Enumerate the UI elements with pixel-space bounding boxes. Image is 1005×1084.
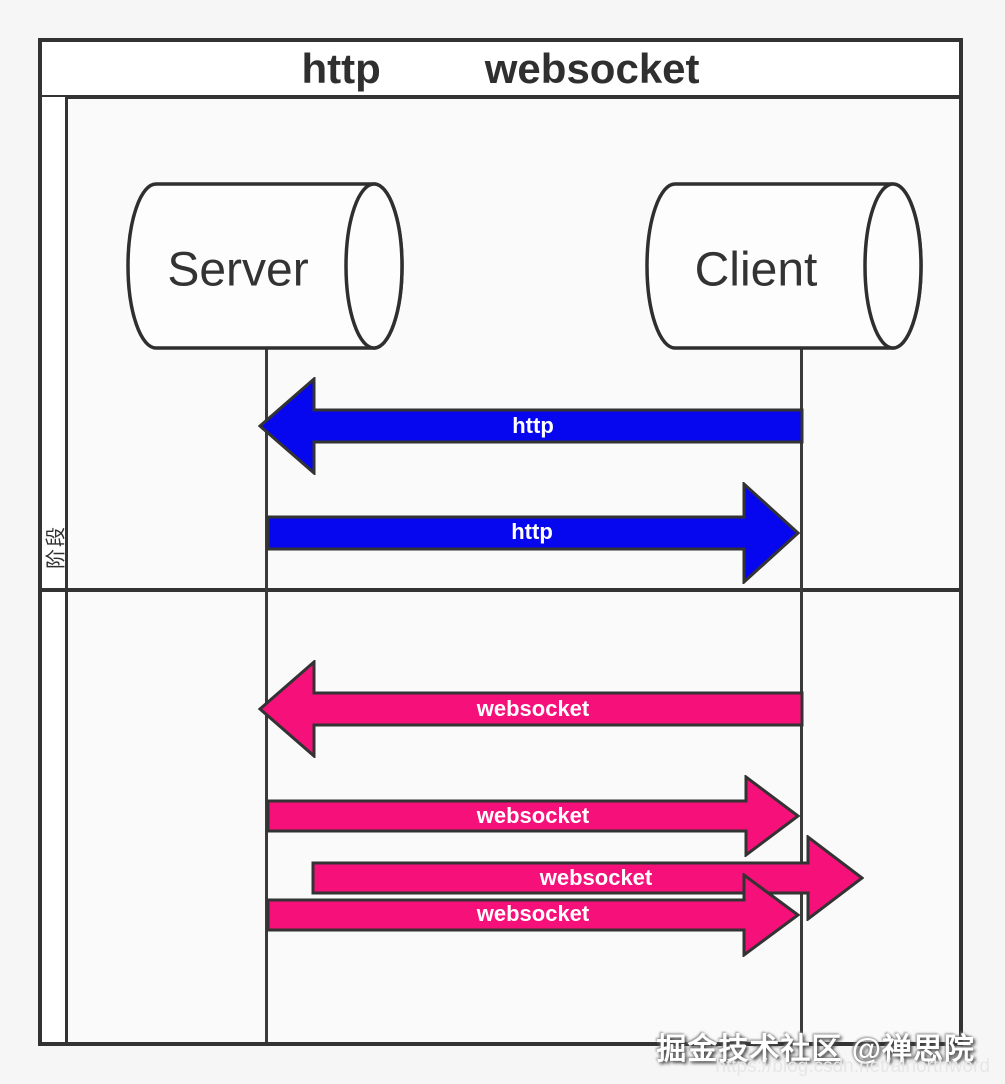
watermark-url: https://blog.csdn.net/alnorthword — [715, 1056, 990, 1077]
websocket-arrow-to-server — [258, 660, 804, 758]
http-arrow-to-client — [266, 482, 800, 584]
server-label: Server — [167, 243, 309, 297]
server-lifeline — [265, 347, 268, 1042]
title-band: http websocket — [38, 38, 963, 99]
client-cylinder-icon — [645, 182, 923, 350]
websocket-arrow-label-4: websocket — [476, 901, 590, 926]
http-arrow-label-1: http — [512, 413, 554, 438]
websocket-arrow-label-1: websocket — [476, 696, 590, 721]
stage-column — [42, 97, 68, 1042]
websocket-arrow-label-3: websocket — [539, 865, 653, 890]
websocket-arrow-label-2: websocket — [476, 803, 590, 828]
websocket-arrow-to-client-1 — [266, 775, 800, 857]
title-websocket: websocket — [484, 44, 700, 92]
stage-label: 阶段 — [45, 525, 68, 569]
websocket-arrow-to-client-3 — [266, 873, 800, 957]
client-label: Client — [694, 243, 818, 297]
server-cylinder-icon — [126, 182, 404, 350]
title-http: http — [301, 44, 381, 92]
http-arrow-label-2: http — [511, 519, 553, 544]
watermark-text: 掘金技术社区 @禅思院 — [656, 1033, 975, 1066]
websocket-arrow-to-client-2 — [311, 835, 864, 921]
http-arrow-to-server — [258, 377, 804, 475]
stage-divider — [42, 588, 959, 592]
